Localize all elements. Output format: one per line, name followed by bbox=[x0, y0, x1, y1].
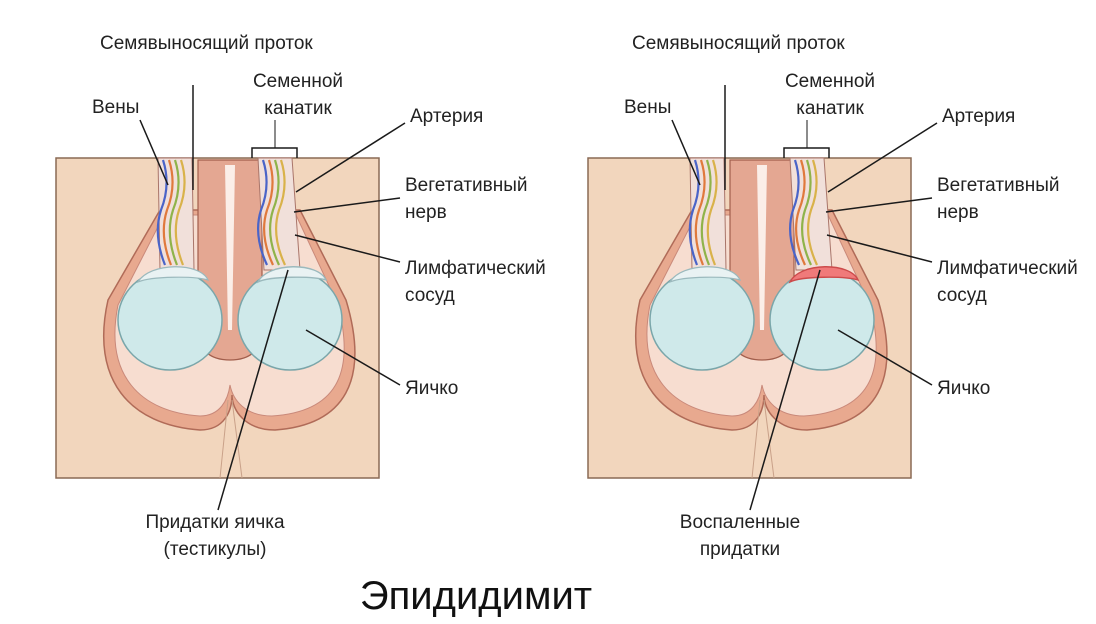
leader-testis bbox=[837, 329, 933, 386]
leader-artery bbox=[827, 122, 938, 193]
vessel-right bbox=[262, 159, 274, 266]
leader-epididymis bbox=[749, 269, 821, 511]
label-lymph-left: Лимфатический сосуд bbox=[405, 258, 546, 306]
label-spermatic-cord-left: Семенной канатик bbox=[252, 71, 344, 119]
label-spermatic-cord-right: Семенной канатик bbox=[784, 71, 876, 119]
label-vas-deferens-left: Семявыносящий проток bbox=[100, 33, 313, 54]
epididymis-right bbox=[256, 266, 328, 284]
vessel-right bbox=[788, 159, 800, 266]
testis-right bbox=[237, 269, 343, 371]
cord-bracket bbox=[783, 147, 830, 158]
vessel-left bbox=[706, 159, 718, 266]
vessel-left bbox=[156, 159, 168, 266]
label-artery-right: Артерия bbox=[942, 106, 1016, 127]
leader-artery bbox=[295, 122, 406, 193]
label-lymph-right: Лимфатический сосуд bbox=[937, 258, 1078, 306]
vessel-left bbox=[162, 159, 174, 266]
testis-left bbox=[117, 269, 223, 371]
leader-testis bbox=[305, 329, 401, 386]
vessel-left bbox=[700, 159, 712, 266]
label-epididymis-left: Придатки яичка (тестикулы) bbox=[145, 512, 285, 560]
label-nerve-right: Вегетативный нерв bbox=[937, 175, 1060, 223]
leader-epididymis bbox=[217, 269, 289, 511]
urethra bbox=[757, 165, 767, 330]
leader-lymph bbox=[294, 234, 401, 263]
epididymis-right bbox=[788, 266, 860, 284]
vessel-right bbox=[800, 159, 812, 266]
label-nerve-left: Вегетативный нерв bbox=[405, 175, 528, 223]
vessel-right bbox=[794, 159, 806, 266]
leader-nerve bbox=[825, 197, 933, 213]
leader-lymph bbox=[826, 234, 933, 263]
urethra bbox=[225, 165, 235, 330]
testis-left bbox=[649, 269, 755, 371]
anatomy-panel-2 bbox=[587, 85, 938, 511]
label-veins-right: Вены bbox=[624, 97, 672, 118]
testis-right bbox=[769, 269, 875, 371]
label-testis-left: Яичко bbox=[405, 378, 459, 399]
vessel-right bbox=[806, 159, 818, 266]
vessel-right bbox=[256, 159, 268, 266]
label-artery-left: Артерия bbox=[410, 106, 484, 127]
label-vas-deferens-right: Семявыносящий проток bbox=[632, 33, 845, 54]
vessel-left bbox=[688, 159, 700, 266]
vessel-left bbox=[168, 159, 180, 266]
epididymis-left bbox=[668, 266, 742, 284]
epididymis-left bbox=[136, 266, 210, 284]
perineum-lines bbox=[219, 399, 243, 479]
label-testis-right: Яичко bbox=[937, 378, 991, 399]
leader-veins bbox=[671, 119, 701, 186]
leader-nerve bbox=[293, 197, 401, 213]
perineum-lines bbox=[751, 399, 775, 479]
cord-bracket bbox=[251, 147, 298, 158]
vessel-right bbox=[274, 159, 286, 266]
vessel-right bbox=[268, 159, 280, 266]
leader-veins bbox=[139, 119, 169, 186]
anatomy-panel-1 bbox=[55, 85, 406, 511]
vessel-left bbox=[694, 159, 706, 266]
label-epididymis-right: Воспаленные придатки bbox=[679, 512, 801, 560]
vessel-left bbox=[174, 159, 186, 266]
diagram-title: Эпидидимит bbox=[359, 574, 593, 618]
label-veins-left: Вены bbox=[92, 97, 140, 118]
